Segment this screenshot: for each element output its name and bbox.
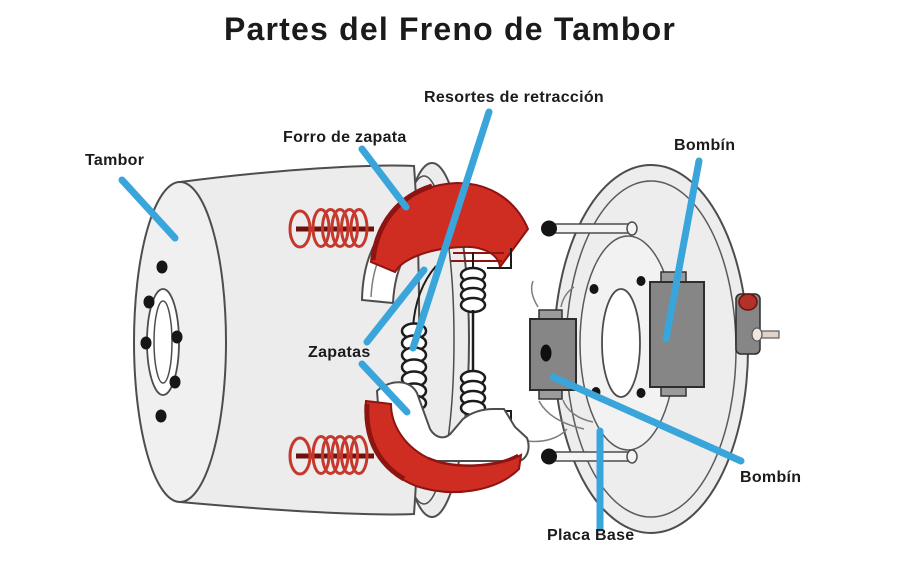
- label-tambor: Tambor: [85, 152, 145, 169]
- leader-lines: [118, 108, 745, 532]
- label-bombin-inferior: Bombín: [740, 469, 802, 486]
- leader-forro-de-zapata: [358, 145, 410, 211]
- hold-down-spring-bottom: [288, 435, 374, 476]
- leader-zapatas-superior: [363, 266, 428, 346]
- spring-washer: [288, 209, 312, 249]
- drum-lug-holes: [140, 260, 183, 423]
- leader-resortes: [409, 108, 493, 352]
- retraction-spring-right: [459, 248, 512, 431]
- label-resortes: Resortes de retracción: [424, 89, 605, 106]
- wheel-cylinder-right: [649, 271, 705, 397]
- spring-washer: [288, 436, 312, 476]
- axle-hole: [601, 288, 641, 398]
- bleeder-cap: [738, 293, 758, 311]
- leader-zapatas-inferior: [358, 360, 411, 416]
- anchor-pin-bottom: [541, 448, 638, 465]
- diagram-title: Partes del Freno de Tambor: [223, 11, 677, 47]
- label-placa-base: Placa Base: [547, 527, 635, 544]
- label-bombin-superior: Bombín: [674, 137, 736, 154]
- leader-bombin-superior: [662, 157, 703, 343]
- cylinder-port-hole: [540, 344, 552, 362]
- brake-shoe-bottom: [364, 381, 568, 493]
- bleeder-valve: [735, 293, 780, 355]
- drum-hub-hole-inner: [153, 300, 173, 384]
- label-forro-de-zapata: Forro de zapata: [283, 129, 407, 146]
- label-zapatas: Zapatas: [308, 344, 371, 361]
- leader-tambor: [118, 176, 179, 242]
- anchor-pin-top: [541, 220, 638, 237]
- leader-bombin-inferior: [549, 373, 745, 465]
- hold-down-spring-top: [288, 208, 374, 249]
